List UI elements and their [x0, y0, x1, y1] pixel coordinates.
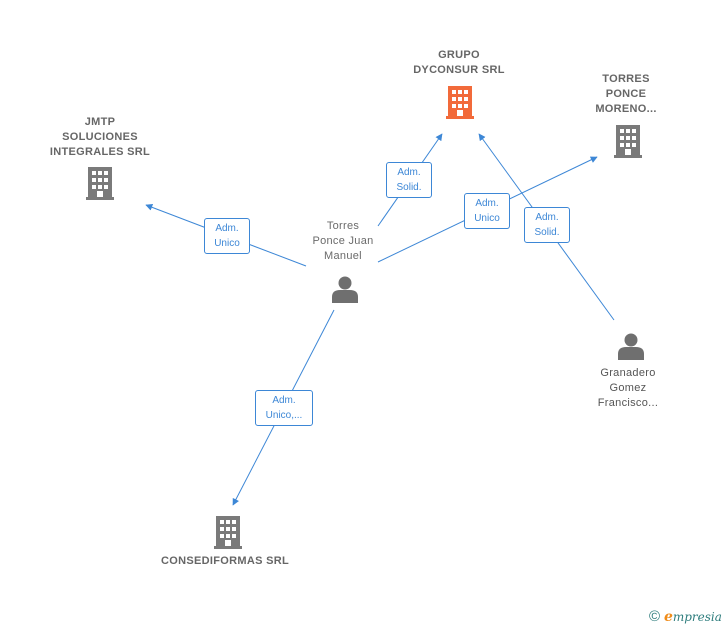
edge-label-to-grupo[interactable]: Adm. Solid.: [386, 162, 432, 198]
label-line: JMTP: [84, 116, 116, 128]
node-label-torres-ponce-juan[interactable]: Torres Ponce Juan Manuel: [288, 219, 398, 264]
edge-label-line: Unico: [474, 213, 500, 224]
building-icon[interactable]: [614, 125, 642, 158]
label-line: MORENO...: [595, 103, 657, 115]
edge-label-to-consediformas[interactable]: Adm. Unico,...: [255, 390, 313, 426]
edge-label-line: Adm.: [272, 395, 296, 406]
label-line: Granadero: [600, 367, 656, 379]
brand-logo: empresia: [663, 609, 722, 625]
node-label-granadero[interactable]: Granadero Gomez Francisco...: [572, 366, 684, 411]
building-icon[interactable]: [86, 167, 114, 200]
node-label-consediformas[interactable]: CONSEDIFORMAS SRL: [140, 554, 310, 569]
label-line: GRUPO: [438, 49, 480, 61]
person-icon[interactable]: [332, 276, 358, 304]
label-line: Torres: [326, 220, 360, 232]
label-line: CONSEDIFORMAS SRL: [161, 555, 289, 567]
edge-label-line: Unico: [214, 238, 240, 249]
person-icon[interactable]: [618, 333, 644, 361]
label-line: Manuel: [324, 250, 362, 262]
edge-label-line: Adm.: [475, 198, 499, 209]
label-line: DYCONSUR SRL: [413, 64, 505, 76]
edge-label-line: Adm.: [535, 212, 559, 223]
node-label-grupo-dyconsur[interactable]: GRUPO DYCONSUR SRL: [384, 48, 534, 78]
edge-label-line: Solid.: [534, 227, 560, 238]
node-label-jmtp[interactable]: JMTP SOLUCIONES INTEGRALES SRL: [30, 115, 170, 160]
empresia-watermark: © empresia: [649, 608, 722, 625]
edge-label-line: Solid.: [396, 182, 422, 193]
brand-name: mpresia: [672, 610, 722, 624]
building-icon[interactable]: [446, 86, 474, 119]
building-icon[interactable]: [214, 516, 242, 549]
label-line: Ponce Juan: [312, 235, 374, 247]
edge-label-line: Unico,...: [265, 410, 303, 421]
label-line: PONCE: [605, 88, 647, 100]
label-line: Francisco...: [597, 397, 659, 409]
edge-label-granadero-to-grupo[interactable]: Adm. Solid.: [524, 207, 570, 243]
brand-initial: e: [663, 609, 673, 625]
edge-label-to-jmtp[interactable]: Adm. Unico: [204, 218, 250, 254]
edge-label-line: Adm.: [215, 223, 239, 234]
edge-label-to-torres-moreno[interactable]: Adm. Unico: [464, 193, 510, 229]
edge-label-line: Adm.: [397, 167, 421, 178]
label-line: INTEGRALES SRL: [49, 146, 151, 158]
label-line: Gomez: [609, 382, 647, 394]
copyright-symbol: ©: [649, 608, 661, 625]
label-line: TORRES: [602, 73, 650, 85]
node-label-torres-ponce-moreno[interactable]: TORRES PONCE MORENO...: [570, 72, 682, 117]
label-line: SOLUCIONES: [62, 131, 138, 143]
